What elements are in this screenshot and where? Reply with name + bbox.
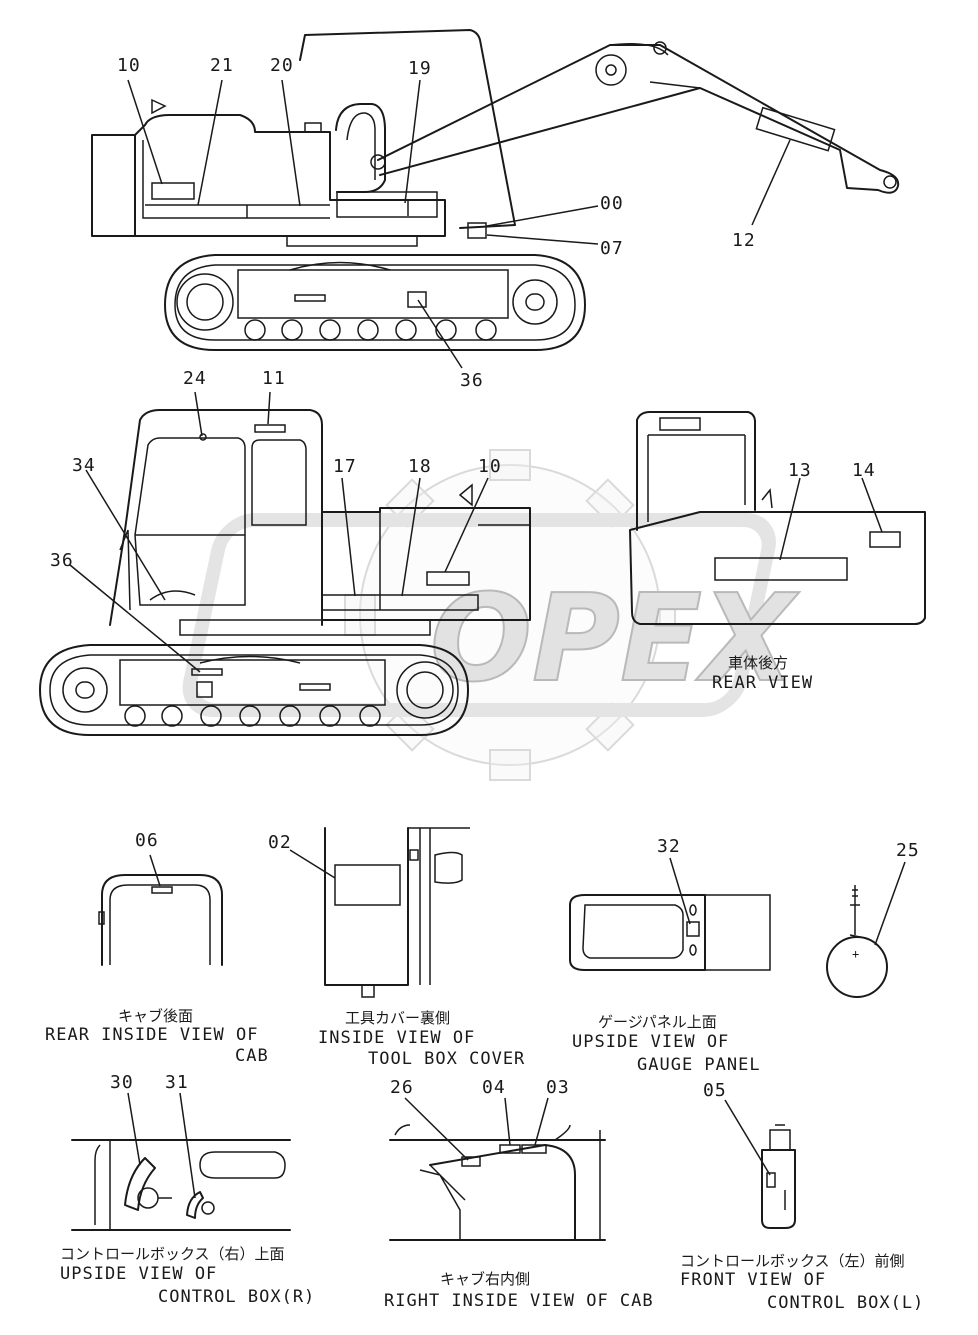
detail-toolbox-cover: [289, 827, 470, 998]
callout-13: 13: [788, 460, 812, 481]
callout-36: 36: [460, 370, 484, 391]
detail-gauge-panel: [569, 857, 771, 971]
callout-19: 19: [408, 58, 432, 79]
callout-17: 17: [333, 456, 357, 477]
detail-control-box-r: [71, 1092, 291, 1231]
cab-right-caption-ja: キャブ右内側: [440, 1270, 531, 1288]
detail-control-box-l: [724, 1099, 796, 1229]
gauge-caption-en2: GAUGE PANEL: [637, 1055, 761, 1075]
excavator-side-view-right: [39, 391, 531, 736]
callout-26: 26: [390, 1077, 414, 1098]
callout-21: 21: [210, 55, 234, 76]
detail-cab-rear: [98, 854, 223, 966]
callout-18: 18: [408, 456, 432, 477]
callout-31: 31: [165, 1072, 189, 1093]
callout-36b: 36: [50, 550, 74, 571]
callout-20: 20: [270, 55, 294, 76]
gauge-caption-en1: UPSIDE VIEW OF: [572, 1032, 730, 1052]
ctrl-r-caption-ja: コントロールボックス（右）上面: [60, 1245, 285, 1263]
callout-24: 24: [183, 368, 207, 389]
callout-11: 11: [262, 368, 286, 389]
callout-12: 12: [732, 230, 756, 251]
toolbox-caption-ja: 工具カバー裏側: [345, 1009, 451, 1027]
detail-cab-right-inside: [389, 1097, 606, 1241]
ctrl-l-caption-en2: CONTROL BOX(L): [767, 1293, 925, 1313]
excavator-side-view-left: [91, 29, 900, 369]
toolbox-caption-en2: TOOL BOX COVER: [368, 1049, 526, 1069]
callout-10b: 10: [478, 456, 502, 477]
callout-03: 03: [546, 1077, 570, 1098]
callout-32: 32: [657, 836, 681, 857]
gauge-caption-ja: ゲージパネル上面: [598, 1013, 717, 1031]
rear-view-caption-ja: 車体後方: [728, 654, 789, 672]
cab-rear-caption-en2: CAB: [235, 1046, 269, 1066]
callout-02: 02: [268, 832, 292, 853]
cab-rear-caption-ja: キャブ後面: [118, 1007, 194, 1025]
callout-05: 05: [703, 1080, 727, 1101]
callout-00: 00: [600, 193, 624, 214]
callout-34: 34: [72, 455, 96, 476]
excavator-rear-view: [629, 411, 926, 625]
rear-view-caption-en: REAR VIEW: [712, 673, 814, 693]
callout-30: 30: [110, 1072, 134, 1093]
watermark-text: OPEX: [430, 570, 800, 709]
detail-item-25: +: [826, 861, 906, 998]
callout-06: 06: [135, 830, 159, 851]
toolbox-caption-en1: INSIDE VIEW OF: [318, 1028, 476, 1048]
cab-rear-caption-en1: REAR INSIDE VIEW OF: [45, 1025, 259, 1045]
callout-14: 14: [852, 460, 876, 481]
callout-25: 25: [896, 840, 920, 861]
cab-right-caption-en1: RIGHT INSIDE VIEW OF CAB: [384, 1291, 654, 1311]
callout-04: 04: [482, 1077, 506, 1098]
ctrl-l-caption-ja: コントロールボックス（左）前側: [680, 1252, 905, 1270]
svg-text:+: +: [852, 947, 859, 961]
ctrl-r-caption-en2: CONTROL BOX(R): [158, 1287, 316, 1307]
ctrl-r-caption-en1: UPSIDE VIEW OF: [60, 1264, 218, 1284]
watermark-gear: [182, 449, 776, 781]
callout-10: 10: [117, 55, 141, 76]
ctrl-l-caption-en1: FRONT VIEW OF: [680, 1270, 827, 1290]
callout-07: 07: [600, 238, 624, 259]
